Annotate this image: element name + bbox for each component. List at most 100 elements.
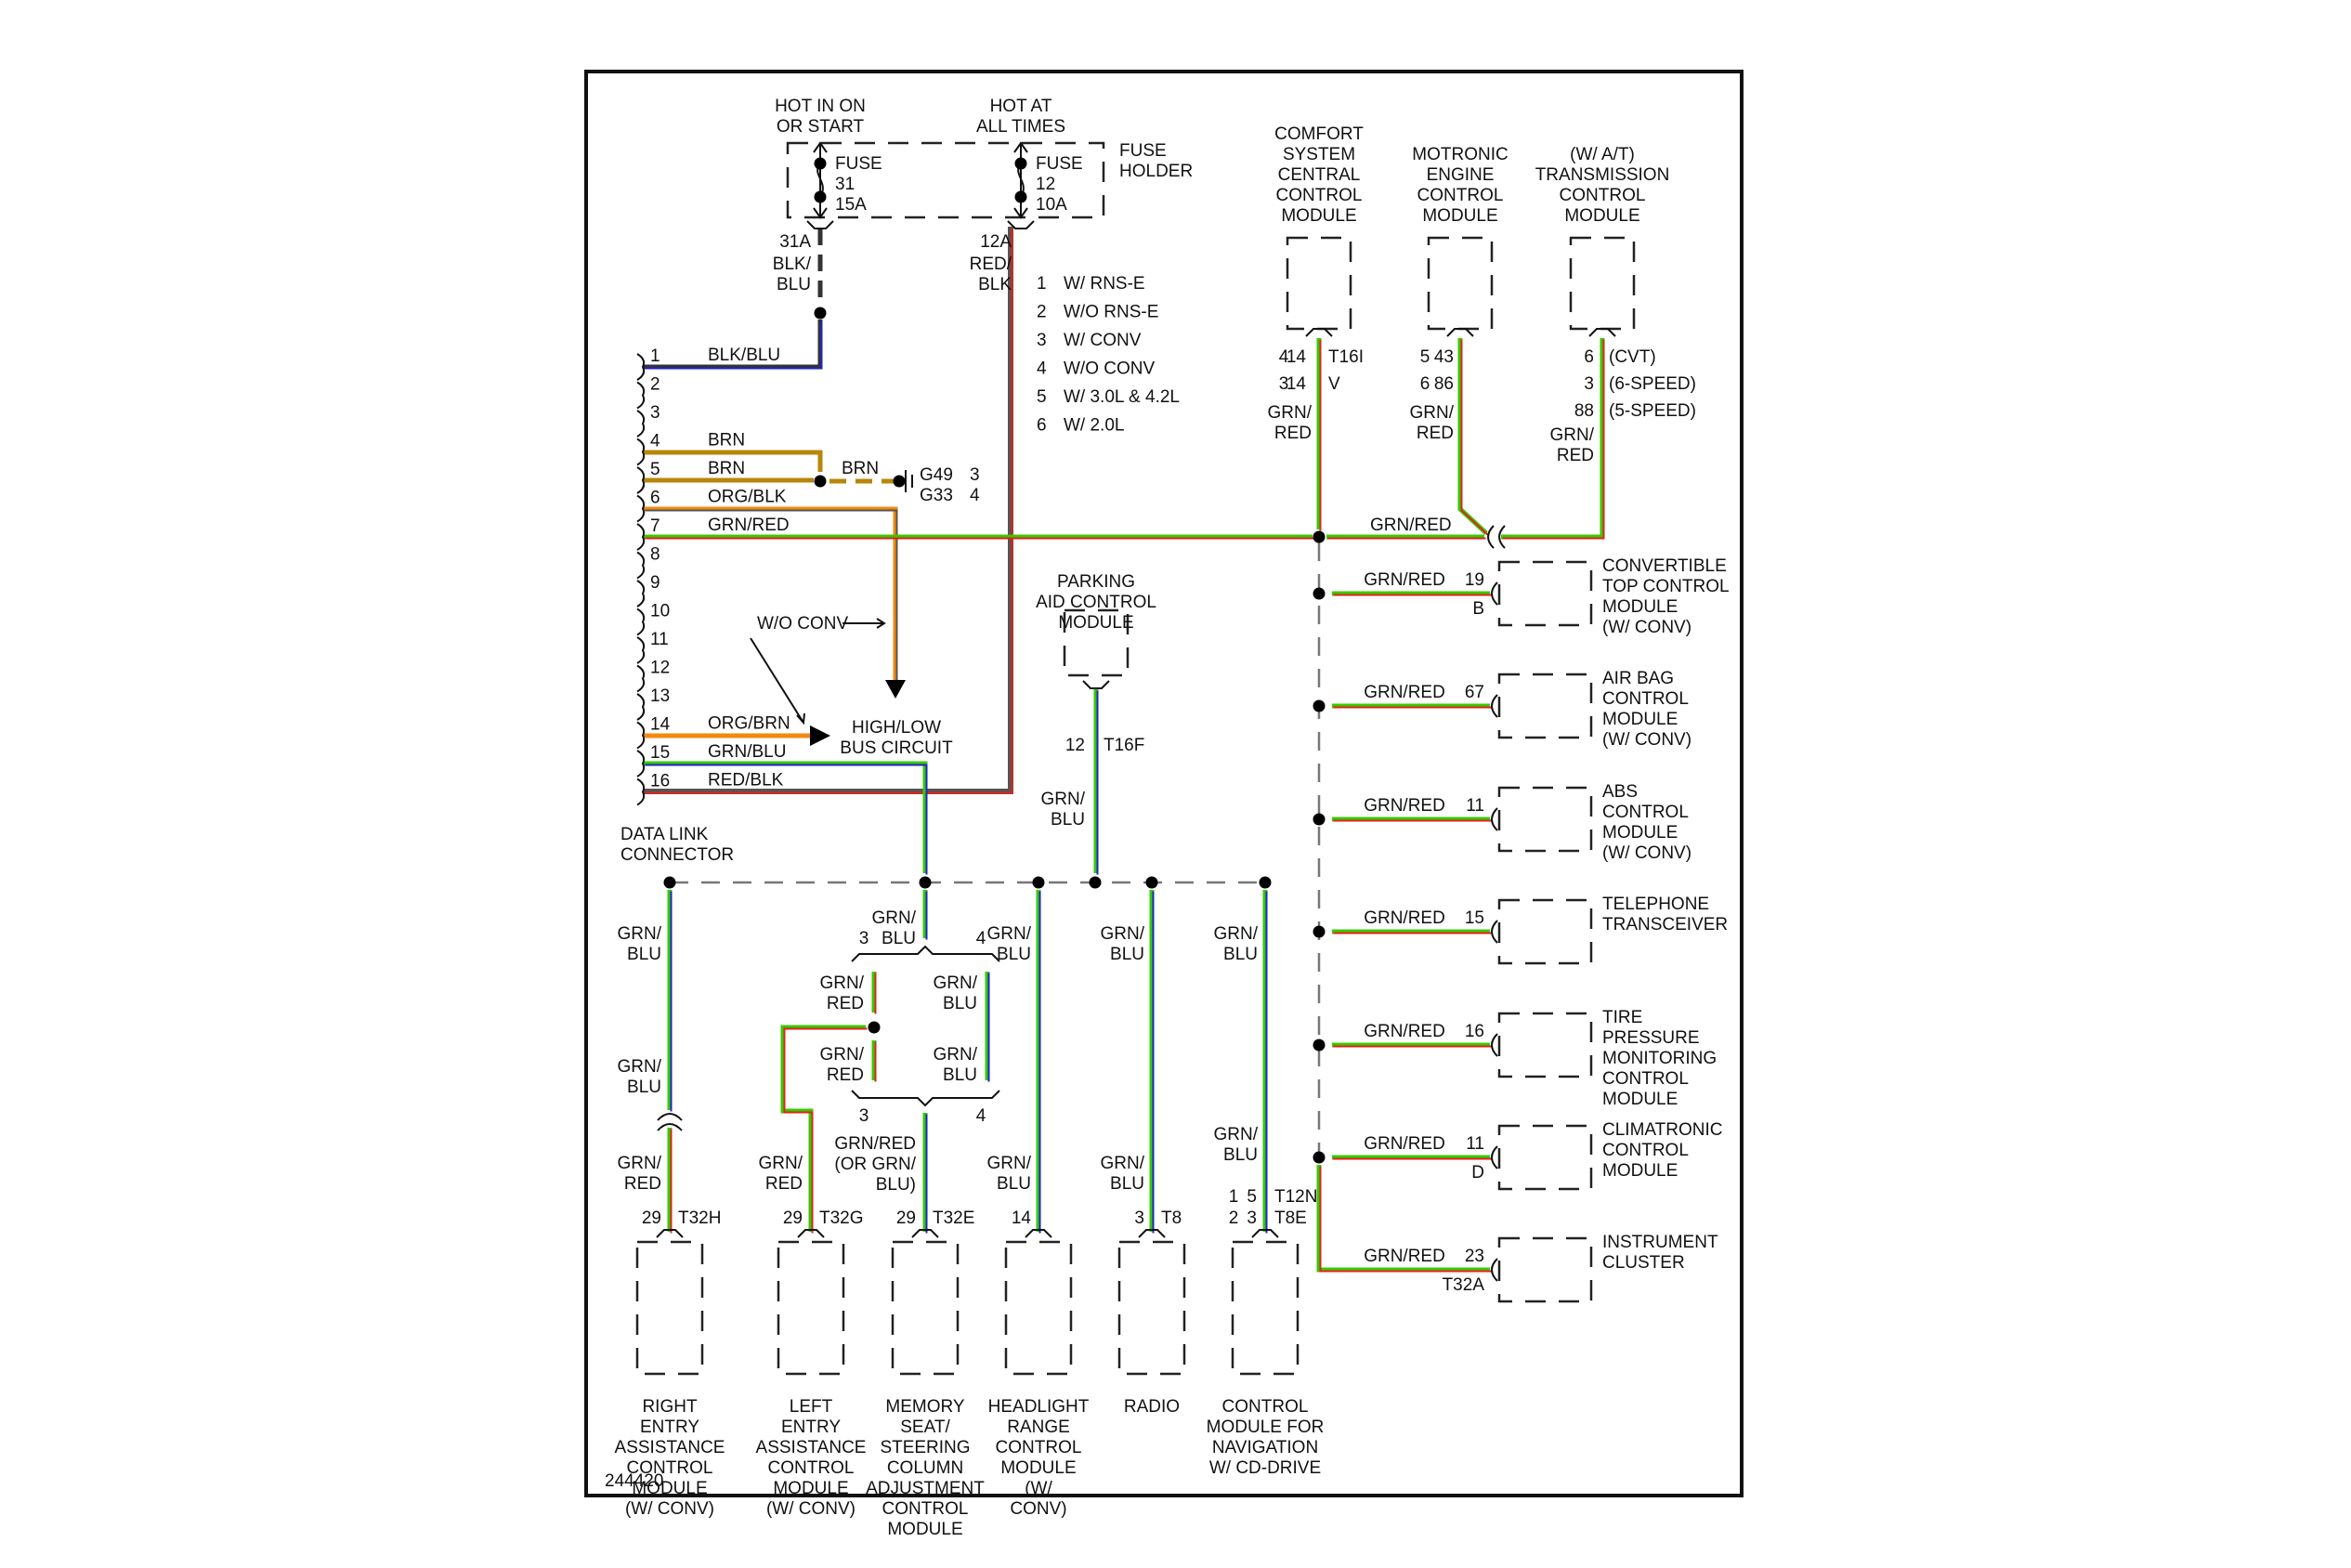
blk-blu-wire — [644, 320, 823, 370]
fuse-12-out-wire-label: RED/ — [970, 255, 1012, 274]
right-module-box — [1497, 1236, 1593, 1303]
right-module-wire-label: GRN/RED — [1364, 796, 1445, 816]
top-module-connector-icon — [1305, 328, 1333, 337]
top-module-name: MODULE — [1564, 206, 1639, 226]
bottom-module-name: CONTROL — [768, 1458, 855, 1478]
motronic-pin-variant: 6 — [1420, 374, 1430, 394]
right-module-connector-icon — [1491, 1258, 1498, 1282]
transmission-pin: 88 — [1574, 401, 1594, 421]
legend-text: W/O RNS-E — [1064, 303, 1158, 322]
bottom-module-name: W/ CD-DRIVE — [1209, 1458, 1321, 1478]
bottom-module-name: MODULE — [887, 1520, 962, 1539]
legend-text: W/ 3.0L & 4.2L — [1064, 387, 1180, 407]
bottom-module-box — [1117, 1240, 1186, 1376]
hot-at-all-times-label: ALL TIMES — [976, 117, 1065, 137]
hot-in-on-label: OR START — [777, 117, 865, 137]
dlc-pin-wire-label: BRN — [708, 431, 745, 451]
high-low-bus-circuit-label: BUS CIRCUIT — [840, 738, 953, 758]
right-module-pin: 11 — [1466, 1134, 1484, 1154]
splice-left-wire-label: RED — [827, 994, 864, 1013]
fuse-31-out-wire-label: BLK/ — [773, 255, 812, 274]
dlc-pin-number: 6 — [650, 489, 660, 508]
right-module-splice-dot — [1313, 925, 1326, 938]
dlc-pin-14-connector-icon — [636, 721, 646, 750]
navigation-pin-variant: 2 — [1229, 1209, 1239, 1228]
navigation-pin: 3 — [1247, 1209, 1257, 1228]
right-module-box — [1497, 560, 1593, 627]
right-module-connector-id: B — [1472, 599, 1484, 619]
brn-splice-dot — [814, 475, 827, 488]
top-module-name: CONTROL — [1560, 186, 1646, 205]
motronic-pin: 43 — [1434, 347, 1454, 367]
dlc-pin-number: 10 — [650, 602, 670, 621]
right-entry-pin: 29 — [642, 1209, 661, 1228]
comfort-connector-id: T16I — [1328, 347, 1364, 367]
bottom-module-box — [777, 1240, 845, 1376]
org-blk-wire — [644, 506, 898, 680]
bottom-module-name: COLUMN — [887, 1458, 963, 1478]
grn-blu-wire-pin15 — [644, 761, 928, 873]
bottom-module-name: CONTROL — [1222, 1397, 1309, 1417]
bottom-module-box — [891, 1240, 960, 1376]
right-module-pin: 67 — [1465, 683, 1484, 702]
transmission-pin: 3 — [1584, 374, 1594, 394]
radio-connector-id: T8 — [1161, 1209, 1182, 1228]
fuse-12-label: 10A — [1036, 195, 1067, 215]
can-splice-dot — [1313, 530, 1326, 543]
fuse-31-label: 31 — [835, 175, 855, 194]
right-module-wire-label: GRN/RED — [1364, 570, 1445, 590]
bottom-module-box — [1004, 1240, 1073, 1376]
fuse-12-out-connector-icon — [1007, 220, 1035, 229]
splice-dot — [868, 1021, 881, 1034]
wo-conv-arrow-icon — [750, 637, 805, 725]
bus-splice-dot — [1089, 876, 1102, 889]
bottom-module-name: MODULE FOR — [1207, 1418, 1325, 1437]
ground-terminal — [893, 475, 906, 488]
dlc-pin-wire-label: GRN/BLU — [708, 742, 786, 762]
right-module-name: CONVERTIBLE — [1602, 556, 1727, 576]
top-module-box — [1286, 236, 1352, 331]
splice-right-wire-label: GRN/ — [934, 1045, 978, 1065]
right-module-box — [1497, 1012, 1593, 1078]
right-module-name: CONTROL — [1602, 1069, 1689, 1089]
parking-aid-module-name: AID CONTROL — [1036, 593, 1156, 612]
right-module-box — [1497, 1124, 1593, 1191]
blk-blu-wire-stripe — [645, 320, 823, 370]
memory-seat-wire-label: (OR GRN/ — [834, 1155, 916, 1174]
diagram-frame — [584, 70, 1744, 1497]
parking-aid-wire-label: GRN/ — [1041, 790, 1086, 809]
right-module-pin: 16 — [1465, 1022, 1484, 1041]
top-module-box — [1569, 236, 1636, 331]
bottom-module-name: LEFT — [790, 1397, 833, 1417]
red-blk-wire-stripe — [645, 228, 1013, 794]
splice-variant-3: 3 — [859, 929, 869, 948]
bottom-module-connector-icon — [911, 1229, 939, 1238]
headlight-pin: 14 — [1012, 1209, 1032, 1228]
dlc-pin-15-connector-icon — [636, 750, 646, 777]
right-module-name: (W/ CONV) — [1602, 730, 1691, 750]
dlc-pin-number: 12 — [650, 659, 670, 678]
org-blk-wire-stripe — [645, 509, 898, 682]
headlight-wire-label: GRN/ — [987, 1154, 1032, 1173]
dlc-pin-6-connector-icon — [636, 494, 646, 523]
right-module-name: MONITORING — [1602, 1049, 1717, 1068]
bottom-module-box — [1231, 1240, 1300, 1376]
bottom-module-name: STEERING — [880, 1438, 970, 1457]
bottom-module-name: ADJUSTMENT — [866, 1479, 985, 1498]
dlc-pin-wire-label: ORG/BLK — [708, 488, 787, 507]
bottom-module-name: NAVIGATION — [1212, 1438, 1318, 1457]
dlc-pin-12-connector-icon — [636, 664, 646, 693]
dlc-pin-13-connector-icon — [636, 693, 646, 721]
right-module-name: CONTROL — [1602, 803, 1689, 822]
right-module-name: MODULE — [1602, 1161, 1678, 1181]
right-module-name: PRESSURE — [1602, 1028, 1700, 1048]
dlc-pin-wire-label: RED/BLK — [708, 771, 784, 791]
parking-aid-wire-label: BLU — [1051, 810, 1085, 830]
right-module-box — [1497, 786, 1593, 853]
fuse-holder-label: HOLDER — [1119, 162, 1193, 181]
motronic-wire-label: RED — [1417, 424, 1454, 443]
diagram-id: 244420 — [605, 1471, 663, 1491]
bottom-module-connector-icon — [1025, 1229, 1052, 1238]
top-module-name: MODULE — [1281, 206, 1356, 226]
